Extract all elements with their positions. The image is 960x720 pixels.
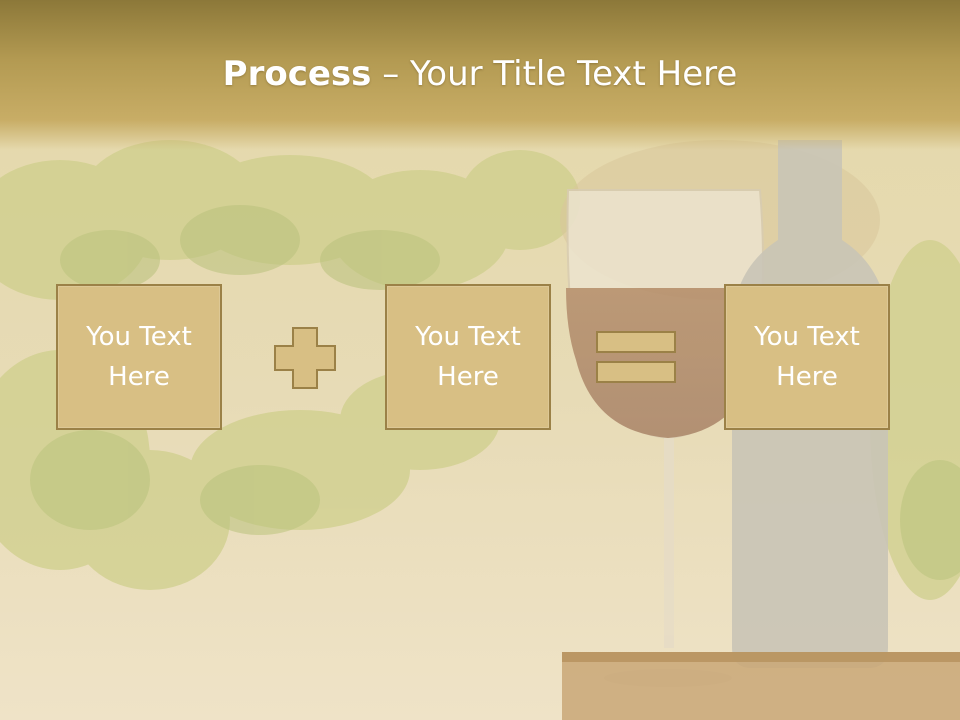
text-box-2-line-1: You Text xyxy=(415,322,521,352)
text-box-3-line-1: You Text xyxy=(754,322,860,352)
title-band xyxy=(0,0,960,150)
text-box-2-line-2: Here xyxy=(437,362,499,392)
text-box-2[interactable]: You Text Here xyxy=(385,284,551,430)
title-separator: – xyxy=(371,54,411,94)
text-box-3-line-2: Here xyxy=(776,362,838,392)
text-box-1-line-2: Here xyxy=(108,362,170,392)
title-bold-part: Process xyxy=(222,54,372,94)
equals-icon xyxy=(596,331,676,383)
text-box-1[interactable]: You Text Here xyxy=(56,284,222,430)
plus-icon xyxy=(274,327,336,389)
title-rest: Your Title Text Here xyxy=(410,54,738,94)
slide-title[interactable]: Process – Your Title Text Here xyxy=(0,52,960,96)
text-box-3[interactable]: You Text Here xyxy=(724,284,890,430)
text-box-1-line-1: You Text xyxy=(86,322,192,352)
